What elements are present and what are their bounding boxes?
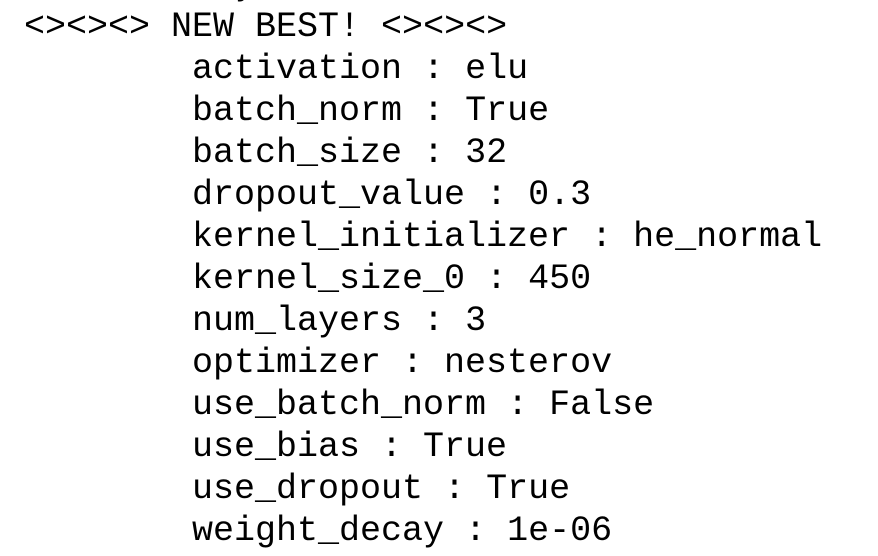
param-value: True (423, 427, 508, 467)
param-row: kernel_size_0 : 450 (192, 258, 822, 300)
param-key: use_bias (192, 427, 361, 467)
param-key: kernel_size_0 (192, 259, 466, 299)
param-value: True (465, 91, 550, 131)
param-row: batch_norm : True (192, 90, 822, 132)
param-value: 0.3 (528, 175, 592, 215)
param-row: dropout_value : 0.3 (192, 174, 822, 216)
console-cut-off-line: y (235, 0, 256, 6)
param-row: use_dropout : True (192, 468, 822, 510)
param-key: batch_norm (192, 91, 403, 131)
param-separator: : (360, 427, 424, 467)
param-value: True (486, 469, 571, 509)
param-row: weight_decay : 1e-06 (192, 510, 822, 552)
param-value: False (549, 385, 655, 425)
param-key: use_dropout (192, 469, 424, 509)
param-value: 450 (528, 259, 592, 299)
param-row: num_layers : 3 (192, 300, 822, 342)
hyperparameter-list: activation : elu batch_norm : True batch… (192, 48, 822, 552)
param-separator: : (465, 175, 529, 215)
param-key: use_batch_norm (192, 385, 487, 425)
param-value: nesterov (444, 343, 613, 383)
param-row: use_batch_norm : False (192, 384, 822, 426)
param-separator: : (402, 49, 466, 89)
param-separator: : (486, 385, 550, 425)
param-row: activation : elu (192, 48, 822, 90)
param-key: batch_size (192, 133, 403, 173)
param-row: use_bias : True (192, 426, 822, 468)
param-value: he_normal (633, 217, 823, 257)
param-separator: : (402, 133, 466, 173)
new-best-header: <><><> NEW BEST! <><><> (24, 7, 508, 47)
param-key: dropout_value (192, 175, 466, 215)
param-key: activation (192, 49, 403, 89)
param-separator: : (423, 469, 487, 509)
param-separator: : (402, 91, 466, 131)
param-row: optimizer : nesterov (192, 342, 822, 384)
param-value: 1e-06 (507, 511, 613, 551)
param-value: 32 (465, 133, 508, 173)
param-key: weight_decay (192, 511, 445, 551)
param-row: kernel_initializer : he_normal (192, 216, 822, 258)
param-key: num_layers (192, 301, 403, 341)
param-key: kernel_initializer (192, 217, 571, 257)
param-separator: : (444, 511, 508, 551)
param-separator: : (465, 259, 529, 299)
param-row: batch_size : 32 (192, 132, 822, 174)
param-value: elu (465, 49, 529, 89)
param-separator: : (570, 217, 634, 257)
param-key: optimizer (192, 343, 382, 383)
param-separator: : (381, 343, 445, 383)
param-value: 3 (465, 301, 487, 341)
param-separator: : (402, 301, 466, 341)
